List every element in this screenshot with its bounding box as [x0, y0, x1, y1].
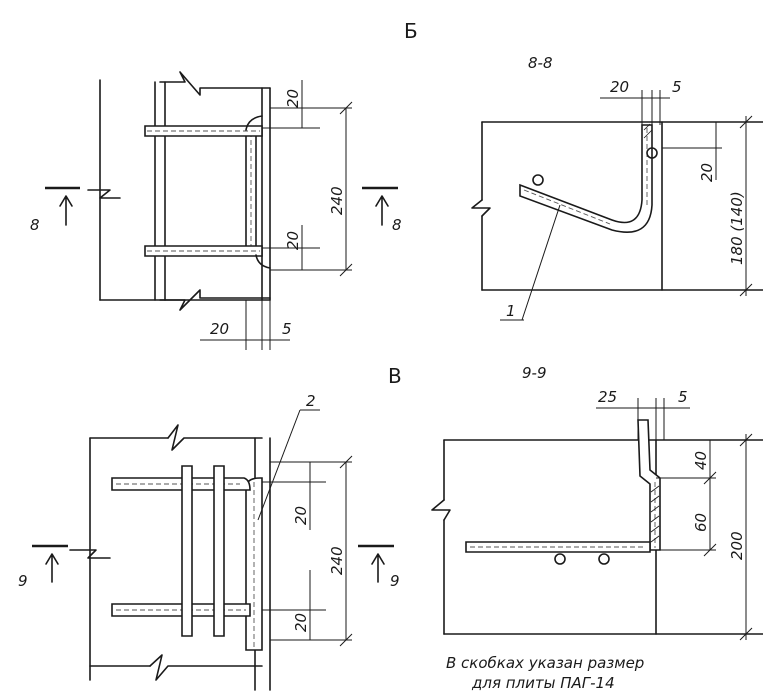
plan-view-top: 8 8 240 20 20 20 5: [30, 71, 402, 350]
leader-2: 2: [306, 392, 316, 410]
dim-20-bottom-b: 20: [292, 613, 310, 632]
dim-5-sec8: 5: [672, 78, 682, 96]
dim-20-sec8: 20: [610, 78, 629, 96]
dim-20-bottom-a: 20: [292, 506, 310, 525]
dim-240-top: 240: [328, 186, 346, 215]
view-letter-bottom: В: [388, 364, 402, 388]
dim-20-sec8-right: 20: [698, 163, 716, 182]
section-mark-9-right: 9: [390, 572, 400, 590]
section-mark-8-left: 8: [30, 216, 40, 234]
leader-1: 1: [506, 302, 516, 320]
plan-view-bottom: 2 9 9 240 20 20: [18, 392, 400, 691]
note-line-2: для плиты ПАГ-14: [471, 674, 615, 692]
dim-180-140: 180 (140): [728, 191, 746, 265]
dim-40: 40: [692, 451, 710, 470]
dim-20-top-b: 20: [284, 231, 302, 250]
section-mark-9-left: 9: [18, 572, 28, 590]
dim-20-top-a: 20: [284, 89, 302, 108]
section-title-bottom: 9-9: [522, 364, 547, 382]
dim-60: 60: [692, 513, 710, 532]
dim-200: 200: [728, 531, 746, 560]
dim-240-bottom: 240: [328, 546, 346, 575]
dim-25: 25: [598, 388, 617, 406]
dim-5-bottom: 5: [282, 320, 292, 338]
section-8-8: Б 8-8 1 20 5 20 180 (140): [404, 19, 763, 321]
view-letter-top: Б: [404, 19, 418, 43]
dim-5-sec9: 5: [678, 388, 688, 406]
dim-20-bottom: 20: [210, 320, 229, 338]
note-line-1: В скобках указан размер: [446, 654, 644, 672]
section-title-top: 8-8: [528, 54, 553, 72]
section-mark-8-right: 8: [392, 216, 402, 234]
section-9-9: В 9-9 25 5 40 6: [388, 364, 763, 692]
